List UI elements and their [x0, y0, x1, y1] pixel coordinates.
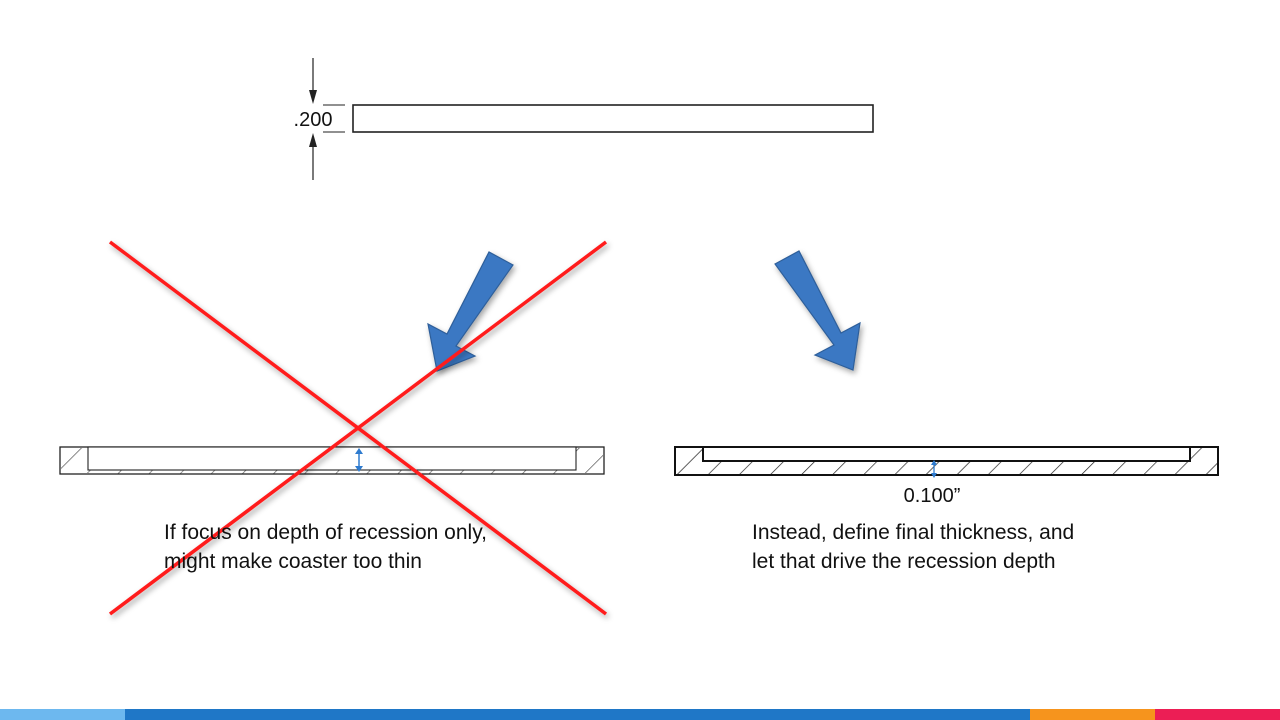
left-caption: If focus on depth of recession only, mig… [164, 518, 487, 576]
left-caption-line1: If focus on depth of recession only, [164, 521, 487, 544]
double-headed-arrow-icon [355, 448, 363, 472]
thickness-dimension: .200 [294, 58, 345, 180]
footer-bar-orange [1030, 709, 1155, 720]
footer-bar-pink [1155, 709, 1280, 720]
footer-bar-blue [125, 709, 1030, 720]
down-left-arrow-icon [427, 251, 514, 372]
left-caption-line2: might make coaster too thin [164, 550, 422, 573]
red-x-cross-icon [108, 240, 608, 616]
right-caption-line1: Instead, define final thickness, and [752, 521, 1075, 544]
double-headed-arrow-icon [931, 460, 937, 478]
down-right-arrow-icon [774, 250, 861, 371]
thin-coaster-section [59, 446, 605, 475]
final-thickness-label: 0.100” [904, 485, 961, 507]
footer-bar-light-blue [0, 709, 125, 720]
right-caption: Instead, define final thickness, and let… [752, 518, 1074, 576]
blank-profile [352, 104, 874, 133]
thickness-dimension-label: .200 [294, 109, 333, 131]
right-caption-line2: let that drive the recession depth [752, 550, 1056, 573]
correct-coaster-section [674, 446, 1219, 476]
